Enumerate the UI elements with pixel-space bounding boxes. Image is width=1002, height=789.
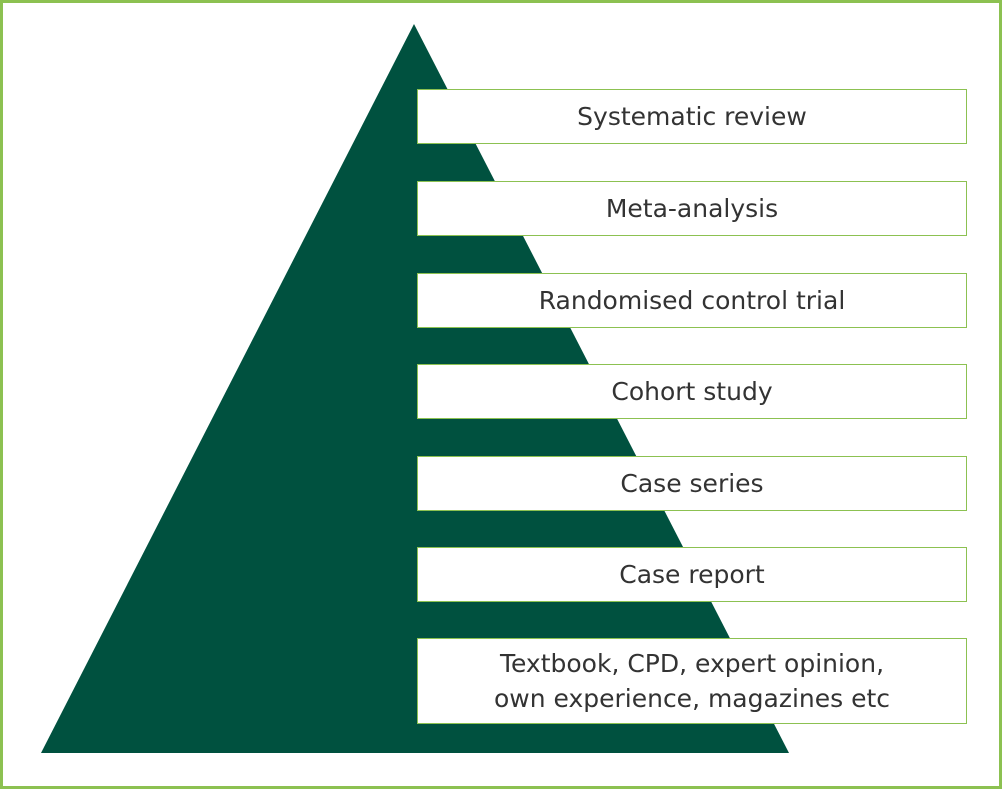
level-cohort-study: Cohort study xyxy=(417,364,967,419)
level-systematic-review: Systematic review xyxy=(417,89,967,144)
level-textbook-expert-opinion: Textbook, CPD, expert opinion, own exper… xyxy=(417,638,967,724)
level-case-report: Case report xyxy=(417,547,967,602)
level-meta-analysis: Meta-analysis xyxy=(417,181,967,236)
level-case-series: Case series xyxy=(417,456,967,511)
level-randomised-control-trial: Randomised control trial xyxy=(417,273,967,328)
